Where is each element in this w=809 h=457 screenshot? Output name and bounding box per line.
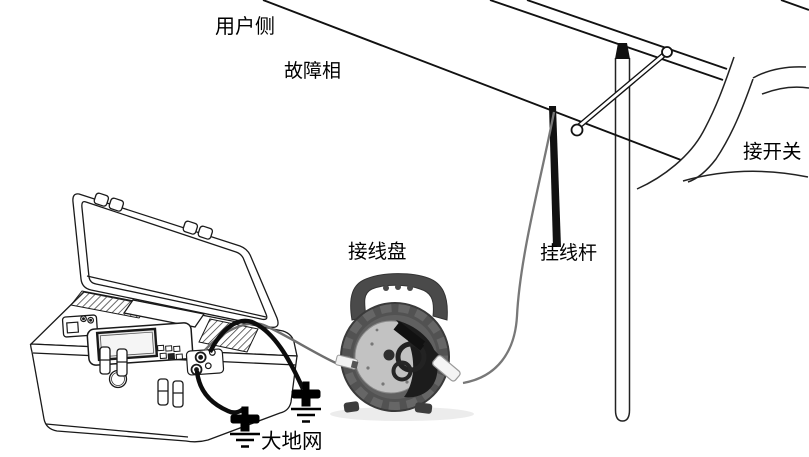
- reel-connector-right: [432, 355, 461, 382]
- label-fault-phase: 故障相: [284, 60, 341, 82]
- label-hanging-rod: 挂线杆: [540, 242, 597, 264]
- wire-fault-phase: [262, 0, 682, 161]
- reel-shadow: [330, 407, 474, 421]
- line-break-symbol: [636, 56, 809, 190]
- reel-foot-left: [343, 401, 360, 413]
- ground-stake-left: [230, 406, 260, 448]
- insulated-rod: [570, 46, 673, 137]
- hanging-wire-rod: [462, 106, 561, 385]
- wire-corner: [780, 0, 809, 11]
- ground-cable-left: [194, 370, 245, 415]
- case-lid: [72, 192, 279, 328]
- keypad-buttons: [157, 344, 184, 360]
- down-lead-cable: [462, 111, 556, 385]
- reel-plug-left: [335, 354, 359, 370]
- instrument-case: [29, 192, 298, 443]
- reel-foot-right: [414, 402, 433, 414]
- case-latches: [99, 346, 184, 408]
- cable-reel: [330, 273, 474, 421]
- label-cable-reel: 接线盘: [348, 241, 407, 263]
- terminal-block: [185, 348, 225, 376]
- ground-stake-right: [291, 381, 321, 423]
- label-user-side: 用户侧: [215, 15, 275, 38]
- wire-hook-upper: [661, 46, 673, 58]
- overhead-wires: [262, 0, 809, 161]
- pole-clamp: [615, 43, 630, 59]
- lid-hinges: [93, 192, 214, 240]
- reel-hub: [383, 349, 395, 361]
- diagram-labels: 用户侧 故障相 接开关 接线盘 挂线杆 大地网: [215, 15, 802, 453]
- wire-phase-c: [526, 0, 728, 70]
- label-earth-net: 大地网: [261, 430, 323, 453]
- ground-cable-right: [208, 318, 306, 390]
- support-pole: [614, 58, 631, 422]
- wire-hook-lower: [570, 123, 584, 137]
- label-to-switch: 接开关: [743, 141, 802, 163]
- panel-recess: [122, 299, 206, 328]
- wire-phase-b: [489, 0, 724, 81]
- reel-wound-cable: [391, 320, 438, 398]
- reel-handle: [350, 273, 448, 321]
